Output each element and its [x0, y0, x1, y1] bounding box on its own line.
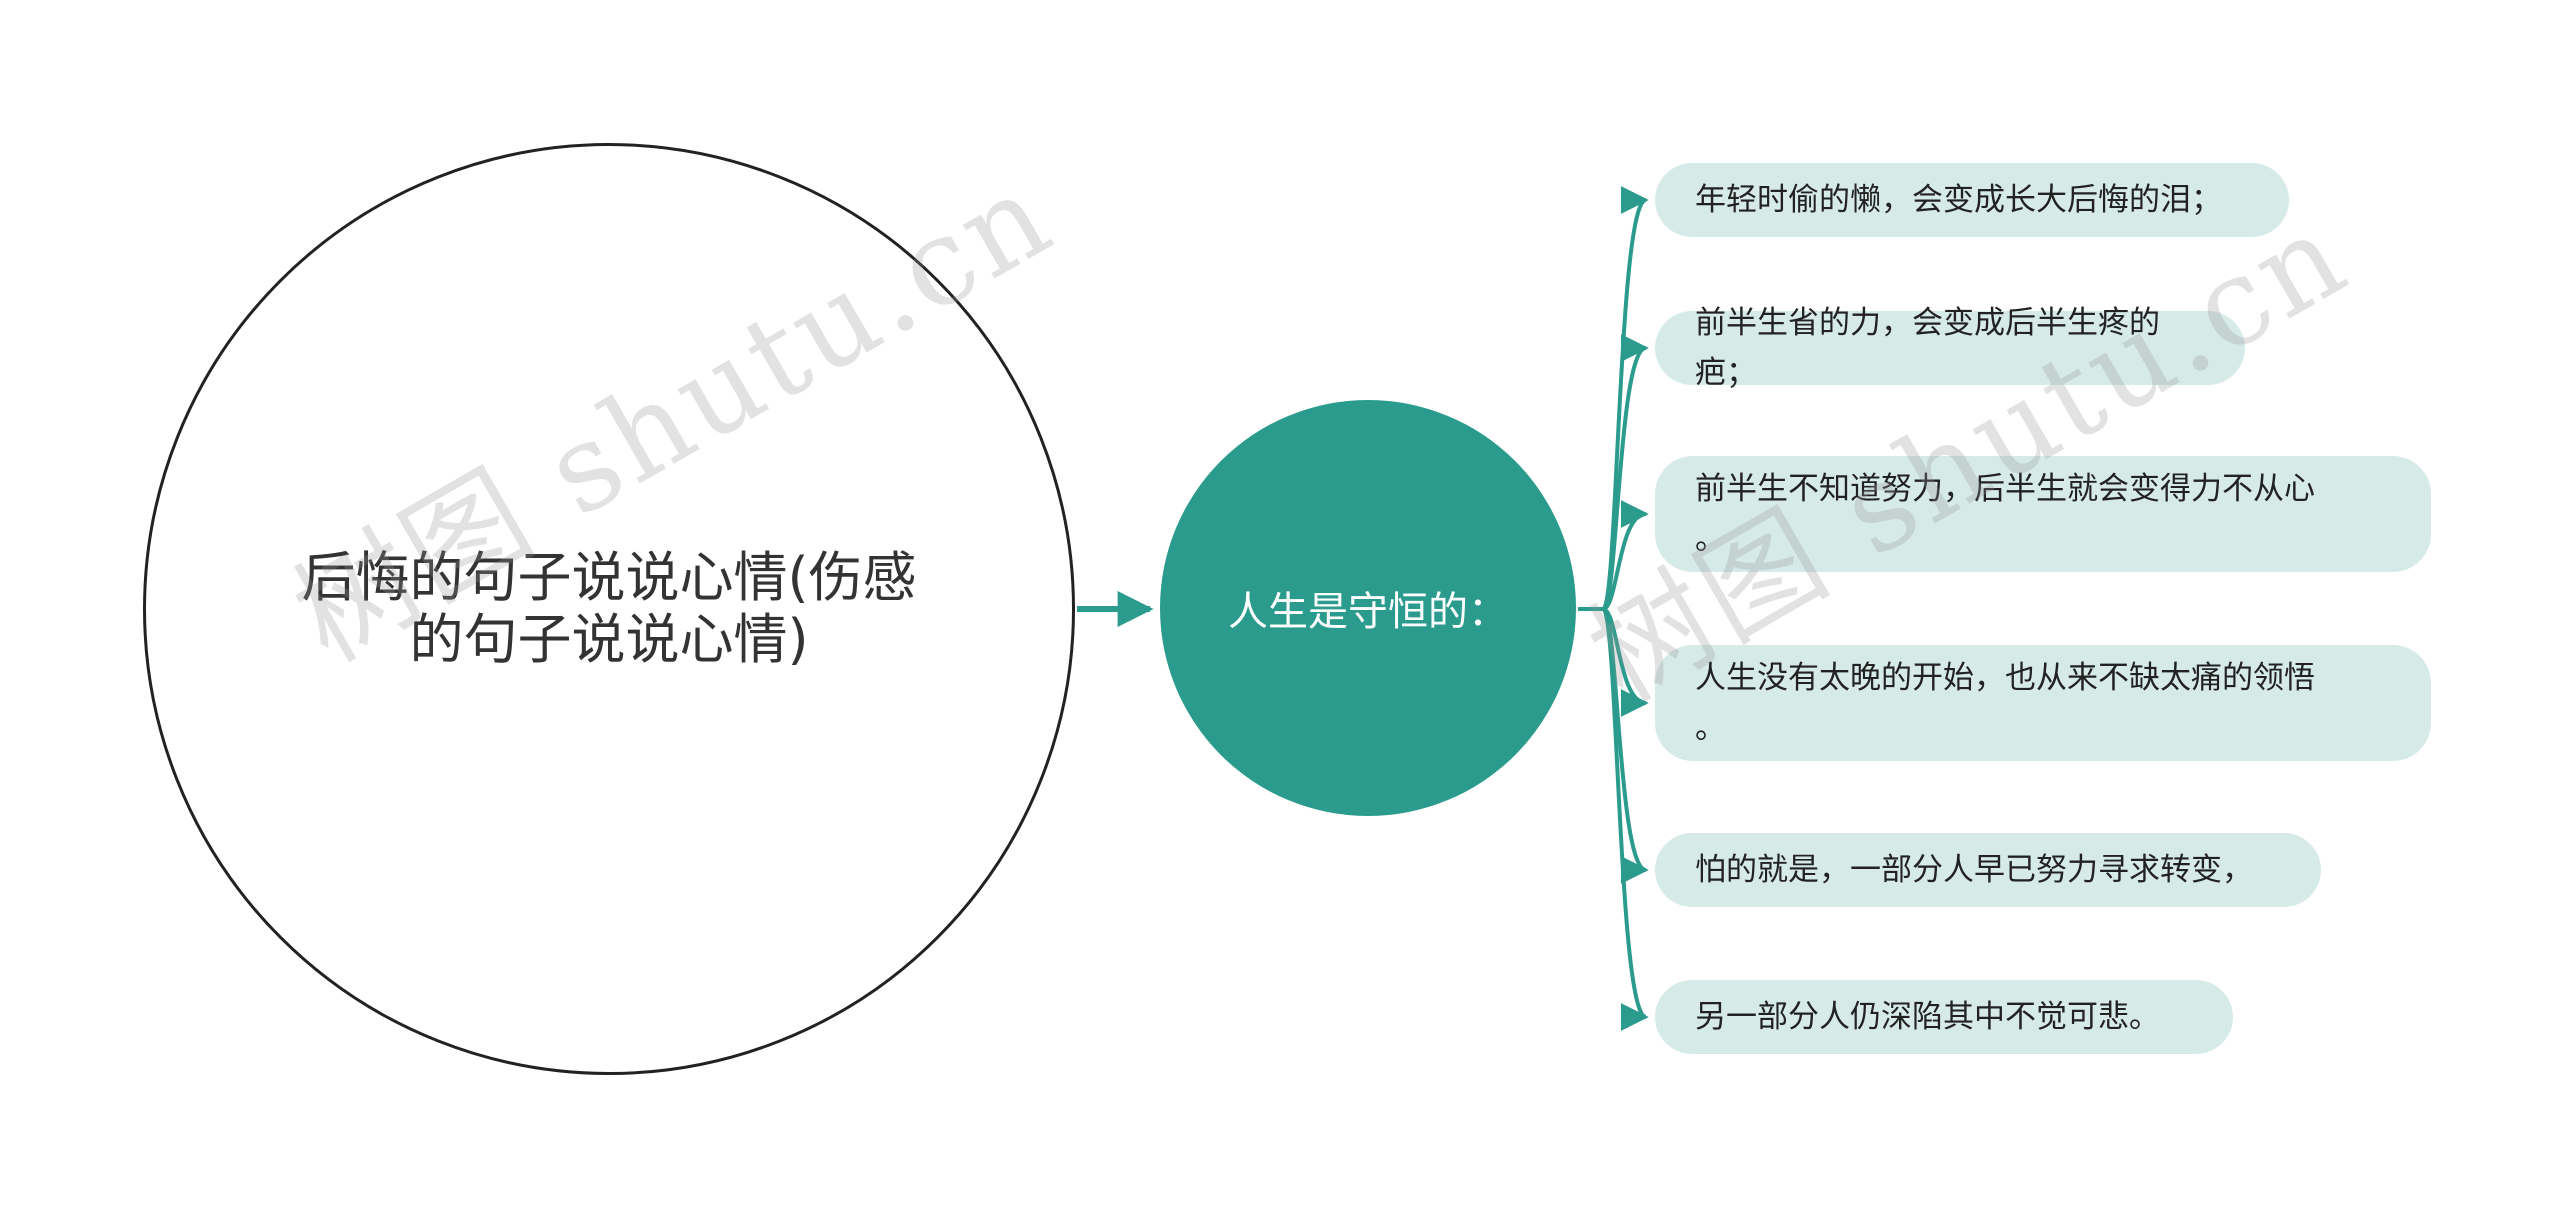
- leaf-label: 另一部分人仍深陷其中不觉可悲。: [1695, 999, 2160, 1035]
- leaf-node[interactable]: 人生没有太晚的开始，也从来不缺太痛的领悟 。: [1655, 645, 2431, 761]
- leaf-label: 人生没有太晚的开始，也从来不缺太痛的领悟 。: [1695, 660, 2315, 746]
- center-topic-node[interactable]: 人生是守恒的：: [1160, 400, 1576, 816]
- leaf-label: 前半生省的力，会变成后半生疼的疤；: [1695, 305, 2160, 391]
- leaf-label: 怕的就是，一部分人早已努力寻求转变，: [1695, 852, 2253, 888]
- branch-connector-6: [1601, 607, 1649, 1031]
- branch-connector-2: [1601, 334, 1649, 611]
- center-topic-label: 人生是守恒的：: [1228, 589, 1508, 635]
- leaf-node[interactable]: 另一部分人仍深陷其中不觉可悲。: [1655, 980, 2233, 1054]
- leaf-node[interactable]: 年轻时偷的懒，会变成长大后悔的泪；: [1655, 163, 2289, 237]
- leaf-node[interactable]: 前半生省的力，会变成后半生疼的疤；: [1655, 305, 2245, 391]
- root-topic-label: 后悔的句子说说心情(伤感的句子说说心情): [301, 546, 917, 671]
- leaf-label: 年轻时偷的懒，会变成长大后悔的泪；: [1695, 182, 2222, 218]
- leaf-node[interactable]: 前半生不知道努力，后半生就会变得力不从心 。: [1655, 456, 2431, 572]
- root-topic-node[interactable]: 后悔的句子说说心情(伤感的句子说说心情): [143, 143, 1075, 1075]
- leaf-node[interactable]: 怕的就是，一部分人早已努力寻求转变，: [1655, 833, 2321, 907]
- leaf-label: 前半生不知道努力，后半生就会变得力不从心 。: [1695, 471, 2315, 557]
- branch-connector-3: [1602, 500, 1649, 611]
